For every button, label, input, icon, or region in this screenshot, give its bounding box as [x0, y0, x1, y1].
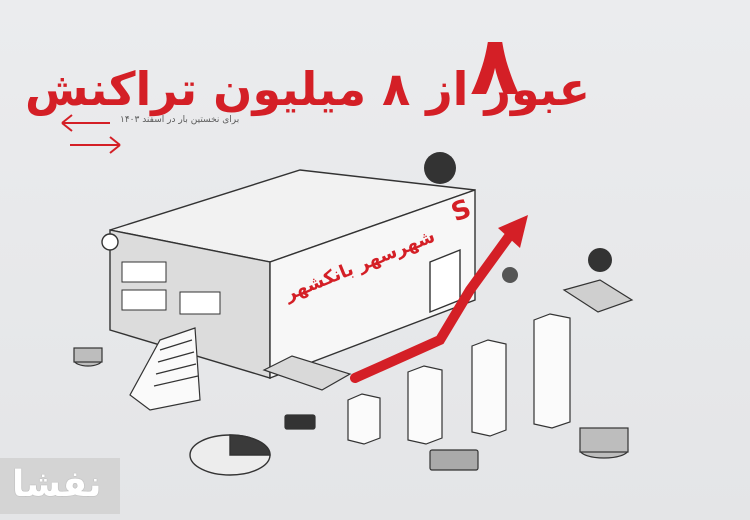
headline: ۸ عبور از ۸ میلیون تراکنش	[25, 19, 680, 117]
window	[121, 289, 167, 311]
bank-building	[101, 169, 476, 380]
receipt-strip	[129, 327, 201, 411]
transfer-arrows-icon	[61, 114, 121, 154]
bar-4	[533, 313, 571, 429]
coin-stack	[73, 347, 629, 459]
bar-3	[471, 339, 507, 437]
headline-text: عبور از ۸ میلیون تراکنش	[24, 62, 591, 116]
cash-bundle	[562, 279, 634, 313]
phone-device-icon	[284, 414, 479, 471]
pie-chart-icon	[189, 434, 271, 476]
bar-2	[407, 365, 443, 445]
camera-icon	[101, 233, 119, 251]
window	[179, 291, 221, 315]
bank-card	[262, 355, 352, 391]
chat-bubble-icon	[424, 152, 612, 283]
headline-numeral: ۸	[469, 19, 520, 114]
bar-columns	[347, 313, 571, 445]
subtitle: برای نخستین بار در اسفند ۱۴۰۳	[120, 115, 240, 125]
watermark-logo: نفشا	[0, 458, 120, 514]
watermark-text: نفشا	[12, 464, 102, 505]
partial-red-mark	[0, 430, 12, 452]
bar-1	[347, 393, 381, 445]
growth-arrow	[350, 215, 528, 383]
window	[121, 261, 167, 283]
